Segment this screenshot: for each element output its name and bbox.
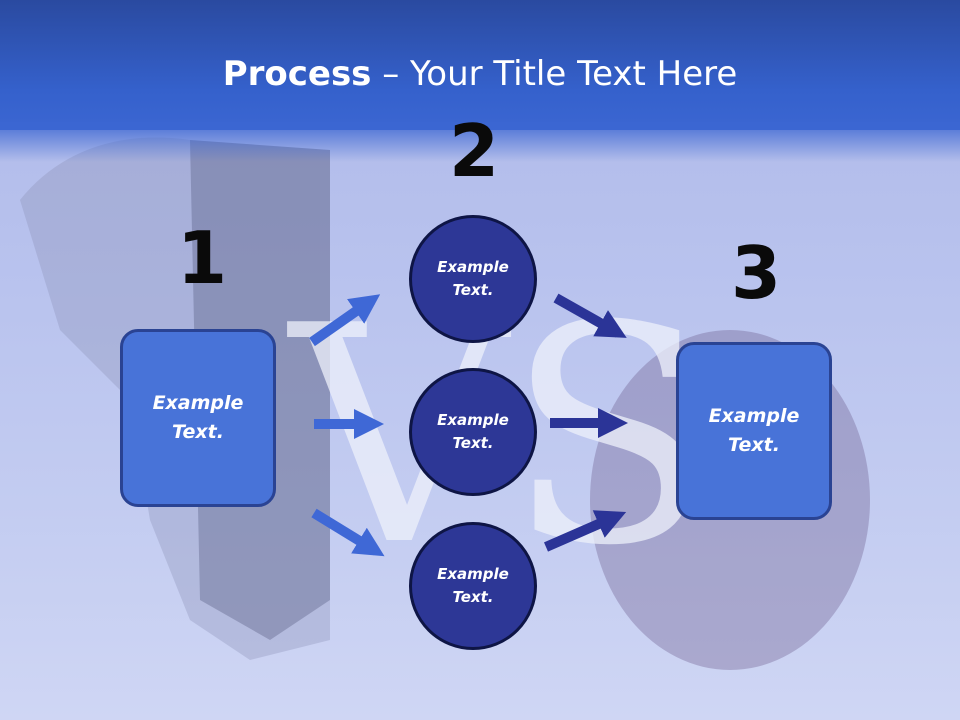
step3-box-line2: Text. [728,434,780,456]
circle-bottom-line1: Example [437,565,509,583]
circle-top-line1: Example [437,258,509,276]
slide-title: Process – Your Title Text Here [0,52,960,96]
step1-box-line2: Text. [172,421,224,443]
arrow-1-to-bottom [311,508,385,557]
step1-box: Example Text. [120,329,276,507]
arrow-top-to-3 [553,293,627,338]
step2-circle-bottom: Example Text. [409,522,537,650]
title-rest: – Your Title Text Here [371,54,738,94]
title-bold: Process [222,54,372,94]
circle-middle-line1: Example [437,411,509,429]
step2-circle-top: Example Text. [409,215,537,343]
header-fade [0,122,960,162]
step3-box-line1: Example [708,405,800,427]
step2-circle-middle: Example Text. [409,368,537,496]
arrow-1-to-top [309,294,381,347]
arrow-bottom-to-3 [543,510,627,552]
circle-middle-line2: Text. [452,434,494,452]
circle-bottom-line2: Text. [452,588,494,606]
header-band [0,0,960,130]
step-number-2: 2 [449,109,500,193]
circle-top-line2: Text. [452,281,494,299]
step3-box: Example Text. [676,342,832,520]
step-number-3: 3 [731,231,782,315]
step-number-1: 1 [177,216,228,300]
step1-box-line1: Example [152,392,244,414]
